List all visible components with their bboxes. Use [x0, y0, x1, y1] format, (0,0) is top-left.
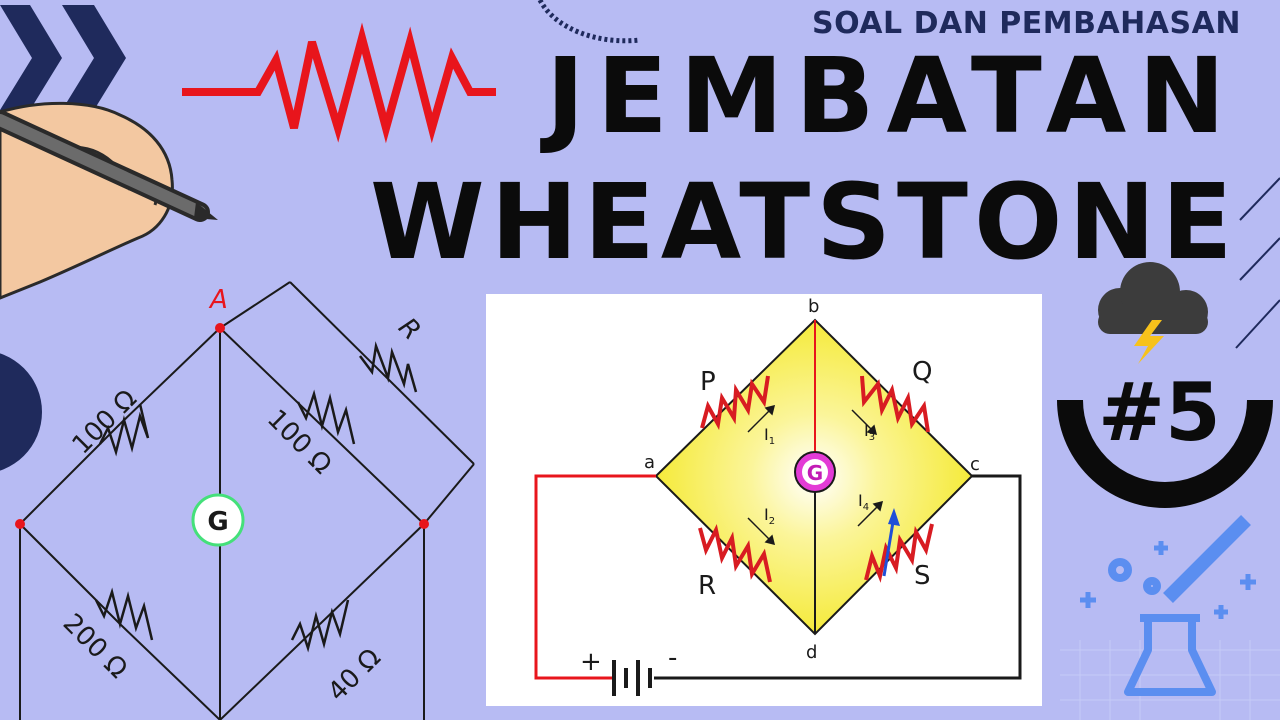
storm-cloud-icon: [1098, 262, 1208, 364]
arc-decoration: [1057, 399, 1273, 508]
plus-signs-decoration: [1080, 541, 1256, 619]
resistor-s: [864, 523, 934, 583]
galvanometer-icon: G: [191, 493, 245, 547]
current-label-3: I3: [864, 421, 875, 443]
node-label-d: d: [806, 642, 817, 663]
node-left: [15, 519, 25, 529]
label-resistor-bottom-right: 40 Ω: [322, 643, 387, 708]
label-resistor-top-right: R: [392, 312, 426, 346]
node-label-c: c: [970, 454, 980, 475]
galvanometer-icon: G: [794, 451, 836, 493]
svg-text:G: G: [207, 507, 228, 537]
label-resistor-p: P: [700, 367, 716, 397]
svg-text:G: G: [807, 461, 823, 485]
battery-icon: [612, 660, 652, 696]
title-line-2: WHEATSTONE: [370, 161, 1239, 283]
bridge-diagram-panel: + - I1 I3 I2 I4 G: [486, 294, 1042, 706]
resistor-q: [860, 375, 930, 433]
dashed-arc-decoration: [537, 0, 641, 44]
half-circle-decoration: [0, 353, 42, 471]
battery-plus: +: [580, 647, 602, 677]
node-label-b: b: [808, 296, 819, 317]
resistor-top-left: [98, 403, 150, 457]
grid-decoration: [1060, 640, 1280, 720]
resistor-bottom-right: [290, 599, 350, 653]
node-a: [215, 323, 225, 333]
episode-number: #5: [1098, 366, 1221, 459]
current-label-2: I2: [764, 505, 775, 527]
resistor-top-middle: [296, 389, 356, 445]
left-circuit-diagram: G A 100 Ω 100 Ω R 200 Ω 40 Ω: [15, 281, 475, 720]
title-line-1: JEMBATAN: [546, 35, 1238, 157]
resistor-zigzag-icon: [182, 22, 496, 144]
resistor-p: [700, 375, 770, 431]
resistor-bottom-left: [94, 587, 154, 641]
lab-flask-icon: [1108, 515, 1251, 696]
subtitle: SOAL DAN PEMBAHASAN: [812, 6, 1241, 41]
node-label-a: a: [644, 452, 655, 473]
label-resistor-r: R: [698, 571, 716, 601]
label-resistor-s: S: [914, 561, 931, 591]
node-label-a: A: [208, 285, 228, 315]
diagonal-lines-decoration: [1235, 177, 1280, 349]
bridge-diagram: + - I1 I3 I2 I4 G: [534, 296, 1022, 696]
resistor-top-right: [359, 341, 418, 393]
resistor-r: [698, 524, 772, 583]
current-label-4: I4: [858, 491, 869, 513]
hand-with-pen-icon: [0, 101, 218, 300]
battery-minus: -: [668, 643, 677, 673]
chevron-right-icon: [0, 5, 126, 110]
current-label-1: I1: [764, 425, 775, 447]
label-resistor-q: Q: [912, 357, 932, 387]
variable-arrow-icon: [882, 508, 900, 577]
node-right: [419, 519, 429, 529]
